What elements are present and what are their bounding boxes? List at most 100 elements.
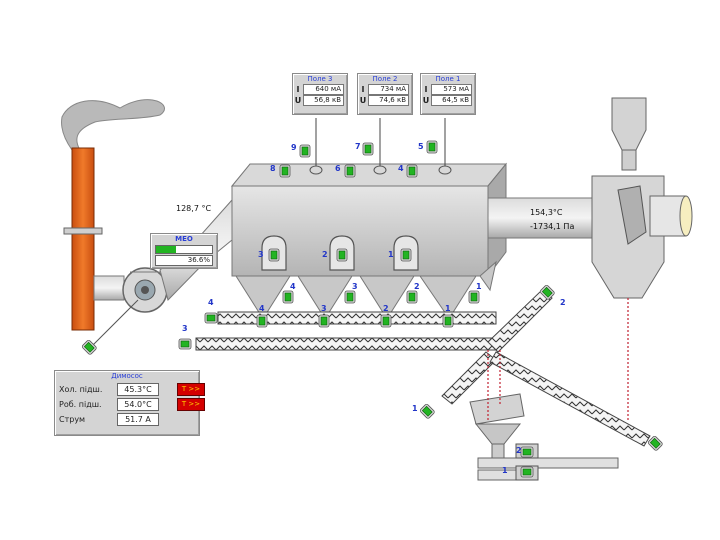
sensor-field-2[interactable] bbox=[336, 248, 348, 262]
sensor-num-motor-2: 2 bbox=[516, 446, 522, 455]
field-panel-title: Поле 1 bbox=[435, 75, 461, 83]
sensor-fan[interactable] bbox=[81, 339, 98, 356]
top-gauges bbox=[309, 165, 452, 175]
feed-hopper bbox=[611, 97, 647, 151]
voltage-value: 56,8 кВ bbox=[303, 95, 344, 106]
sensor-num-field-1: 1 bbox=[388, 250, 394, 259]
sensor-conveyor-4[interactable] bbox=[204, 312, 218, 324]
meo-title: МЕО bbox=[175, 235, 193, 243]
meo-bar bbox=[155, 245, 213, 254]
current-value: 51.7 А bbox=[117, 412, 159, 426]
work-bearing-row: Роб. підш. 54.0°C T >> bbox=[59, 397, 205, 411]
smoke-plume bbox=[61, 99, 165, 151]
current-label: I bbox=[296, 85, 300, 94]
sensor-num-top-5: 5 bbox=[418, 142, 424, 151]
discharge-hopper bbox=[469, 393, 525, 425]
sensor-num-hsmall-1: 1 bbox=[476, 282, 482, 291]
sensor-num-top-6: 6 bbox=[335, 164, 341, 173]
screw-conveyor-3 bbox=[195, 337, 497, 351]
sensor-diag-1[interactable] bbox=[419, 403, 436, 420]
diagonal-conveyors bbox=[441, 289, 651, 447]
cold-bearing-value: 45.3°C bbox=[117, 382, 159, 396]
inlet-temperature: 128,7 °C bbox=[176, 204, 212, 213]
sensor-motor-1[interactable] bbox=[520, 466, 534, 478]
sensor-hopper-small-4[interactable] bbox=[282, 290, 294, 304]
sensor-num-diag-2: 2 bbox=[560, 298, 566, 307]
current-label: I bbox=[361, 85, 365, 94]
current-row: Струм 51.7 А bbox=[59, 412, 195, 426]
sensor-num-field-3: 3 bbox=[258, 250, 264, 259]
sensor-num-hsmall-3: 3 bbox=[352, 282, 358, 291]
voltage-label: U bbox=[294, 96, 302, 105]
voltage-label: U bbox=[359, 96, 367, 105]
sensor-num-top-7: 7 bbox=[355, 142, 361, 151]
chimney-ring bbox=[63, 227, 103, 235]
sensor-num-field-2: 2 bbox=[322, 250, 328, 259]
sensor-num-diag-1: 1 bbox=[412, 404, 418, 413]
sensor-num-hopper-3: 3 bbox=[321, 304, 327, 313]
sensor-top-5[interactable] bbox=[426, 140, 438, 154]
meo-panel[interactable]: МЕО 36.6% bbox=[150, 233, 218, 269]
work-bearing-value: 54.0°C bbox=[117, 397, 159, 411]
sensor-num-hopper-2: 2 bbox=[383, 304, 389, 313]
sensor-conveyor-3[interactable] bbox=[178, 338, 192, 350]
smoke-panel-title: Димосос bbox=[111, 372, 143, 380]
outlet-pressure: -1734,1 Па bbox=[530, 222, 575, 231]
current-label: Струм bbox=[59, 414, 86, 424]
cold-bearing-trend-button[interactable]: T >> bbox=[177, 382, 205, 396]
sensor-num-conveyor-3: 3 bbox=[182, 324, 188, 333]
sensor-hopper-3[interactable] bbox=[318, 314, 330, 328]
sensor-diag-1b[interactable] bbox=[647, 435, 664, 452]
cold-bearing-label: Хол. підш. bbox=[59, 384, 103, 394]
sensor-top-4[interactable] bbox=[406, 164, 418, 178]
sensor-num-hsmall-2: 2 bbox=[414, 282, 420, 291]
sensor-hopper-2[interactable] bbox=[380, 314, 392, 328]
sensor-top-6[interactable] bbox=[344, 164, 356, 178]
smoke-exhauster-panel: Димосос Хол. підш. 45.3°C T >> Роб. підш… bbox=[54, 370, 205, 436]
sensor-hopper-small-2[interactable] bbox=[406, 290, 418, 304]
sensor-top-9[interactable] bbox=[299, 144, 311, 158]
field-panel-title: Поле 3 bbox=[307, 75, 333, 83]
work-bearing-trend-button[interactable]: T >> bbox=[177, 397, 205, 411]
sensor-num-conveyor-4: 4 bbox=[208, 298, 214, 307]
sensor-top-8[interactable] bbox=[279, 164, 291, 178]
meo-bar-fill bbox=[156, 246, 177, 253]
sensor-hopper-1[interactable] bbox=[442, 314, 454, 328]
sensor-num-top-4: 4 bbox=[398, 164, 404, 173]
sensor-top-7[interactable] bbox=[362, 142, 374, 156]
current-value: 640 мА bbox=[303, 84, 344, 95]
sensor-hopper-small-1[interactable] bbox=[468, 290, 480, 304]
outlet-temperature: 154,3°C bbox=[530, 208, 563, 217]
screw-conveyor-4 bbox=[217, 311, 497, 325]
cold-bearing-row: Хол. підш. 45.3°C T >> bbox=[59, 382, 205, 396]
sensor-motor-2[interactable] bbox=[520, 446, 534, 458]
chimney bbox=[71, 147, 95, 331]
voltage-value: 74,6 кВ bbox=[368, 95, 409, 106]
sensor-hopper-4[interactable] bbox=[256, 314, 268, 328]
sensor-num-hopper-4: 4 bbox=[259, 304, 265, 313]
sensor-num-top-8: 8 bbox=[270, 164, 276, 173]
sensor-num-hopper-1: 1 bbox=[445, 304, 451, 313]
flue-duct bbox=[93, 275, 125, 301]
sensor-field-3[interactable] bbox=[268, 248, 280, 262]
panel-leaders bbox=[315, 118, 446, 168]
sensor-num-motor-1: 1 bbox=[502, 466, 508, 475]
field-panel-title: Поле 2 bbox=[372, 75, 398, 83]
current-value: 573 мА bbox=[431, 84, 472, 95]
current-value: 734 мА bbox=[368, 84, 409, 95]
work-bearing-label: Роб. підш. bbox=[59, 399, 102, 409]
sensor-num-top-9: 9 bbox=[291, 143, 297, 152]
voltage-value: 64,5 кВ bbox=[431, 95, 472, 106]
meo-value: 36.6% bbox=[155, 255, 213, 266]
bottom-conveyor bbox=[477, 457, 619, 469]
sensor-num-hsmall-4: 4 bbox=[290, 282, 296, 291]
current-label: I bbox=[424, 85, 428, 94]
hoppers bbox=[235, 260, 497, 315]
sensor-field-1[interactable] bbox=[400, 248, 412, 262]
sensor-hopper-small-3[interactable] bbox=[344, 290, 356, 304]
material-flows bbox=[487, 298, 629, 420]
